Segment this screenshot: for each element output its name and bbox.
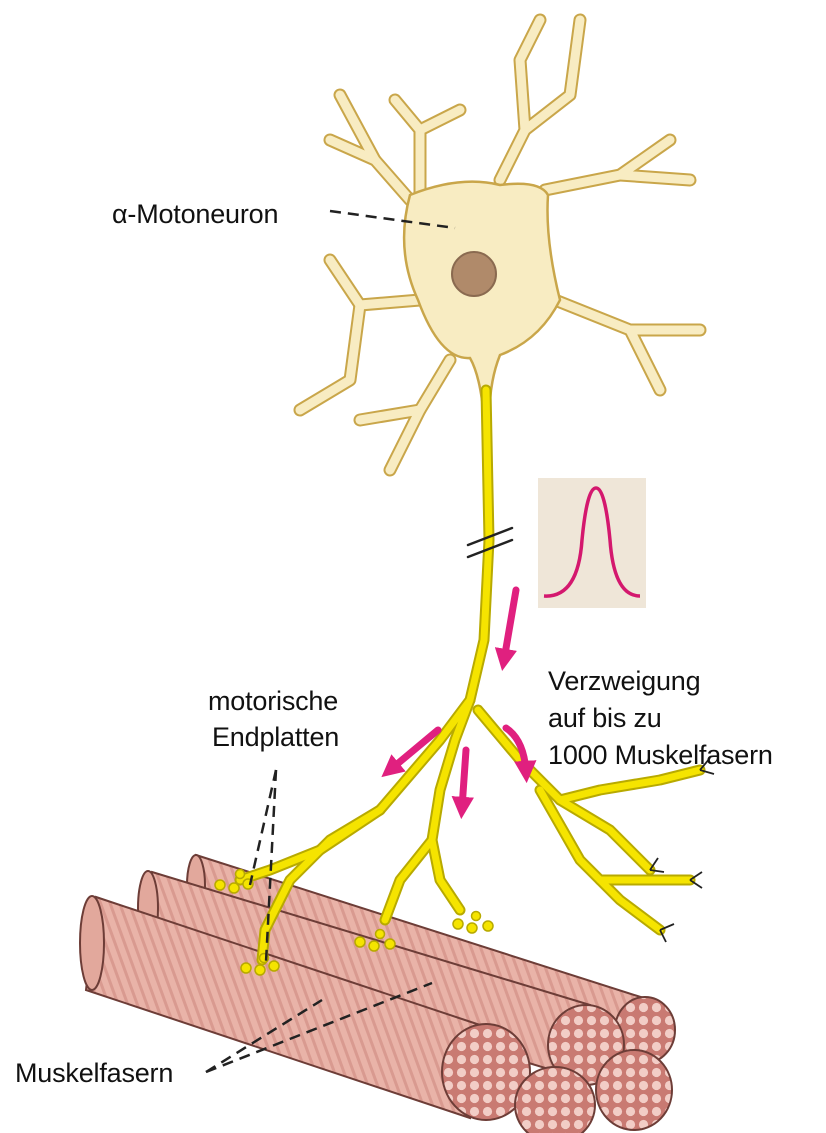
muscle-fibers-label: Muskelfasern <box>15 1058 173 1089</box>
arrow-icon <box>462 750 466 808</box>
motoneuron-label: α-Motoneuron <box>112 199 278 230</box>
nucleus <box>452 252 496 296</box>
muscle-fiber-bundle <box>80 855 675 1133</box>
endplates-label-line1: motorische <box>208 686 338 717</box>
arrow-icon <box>504 590 516 660</box>
branching-label-line3: 1000 Muskelfasern <box>548 740 773 771</box>
branching-label-line1: Verzweigung <box>548 666 700 697</box>
action-potential-icon <box>538 478 646 608</box>
endplates-label-line2: Endplatten <box>212 722 339 753</box>
branching-label-line2: auf bis zu <box>548 703 662 734</box>
